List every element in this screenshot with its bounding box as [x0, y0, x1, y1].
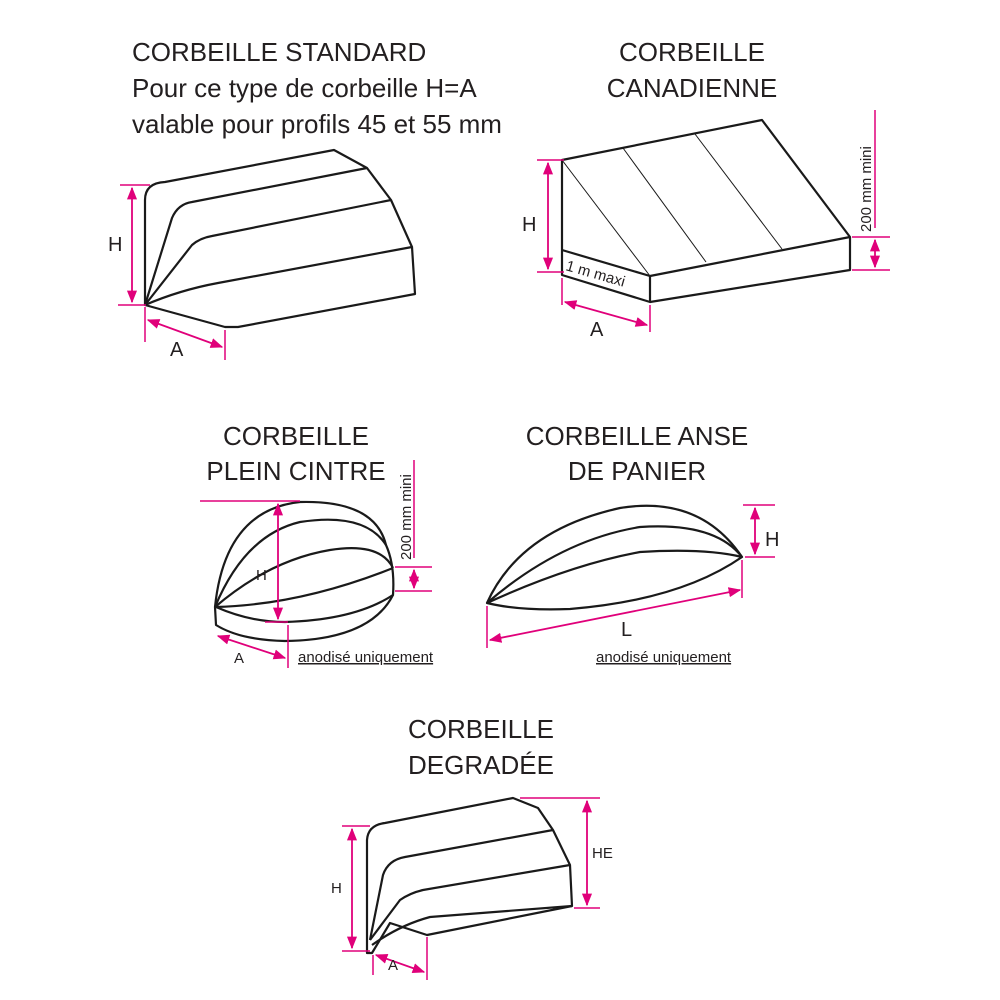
anse-panier-h-label: H	[765, 529, 779, 551]
degradee-a-label: A	[388, 957, 398, 974]
corbeille-canadienne: CORBEILLE CANADIENNE 1 m maxi H A 200 mm…	[522, 37, 890, 341]
canadienne-min-note: 200 mm mini	[858, 146, 875, 232]
plein-cintre-title-1: CORBEILLE	[223, 421, 369, 451]
canadienne-title-1: CORBEILLE	[619, 37, 765, 67]
degradee-title-2: DEGRADÉE	[408, 750, 554, 780]
anse-panier-note: anodisé uniquement	[596, 649, 732, 666]
standard-note-line3: valable pour profils 45 et 55 mm	[132, 109, 502, 139]
anse-panier-l-label: L	[621, 619, 632, 641]
standard-note-line2: Pour ce type de corbeille H=A	[132, 73, 477, 103]
standard-h-label: H	[108, 234, 122, 256]
standard-a-label: A	[170, 339, 184, 361]
canadienne-h-label: H	[522, 214, 536, 236]
degradee-h-label: H	[331, 880, 342, 897]
corbeille-standard: CORBEILLE STANDARD Pour ce type de corbe…	[108, 37, 502, 361]
plein-cintre-note: anodisé uniquement	[298, 649, 434, 666]
corbeille-degradee: CORBEILLE DEGRADÉE H HE A	[331, 714, 613, 980]
plein-cintre-title-2: PLEIN CINTRE	[206, 456, 385, 486]
canadienne-a-label: A	[590, 319, 604, 341]
plein-cintre-h-label: H	[256, 567, 267, 584]
plein-cintre-a-label: A	[234, 650, 244, 667]
degradee-he-label: HE	[592, 845, 613, 862]
anse-panier-title-1: CORBEILLE ANSE	[526, 421, 749, 451]
anse-panier-title-2: DE PANIER	[568, 456, 706, 486]
degradee-title-1: CORBEILLE	[408, 714, 554, 744]
standard-title: CORBEILLE STANDARD	[132, 37, 426, 67]
corbeille-plein-cintre: CORBEILLE PLEIN CINTRE H A 200 mm mini a…	[200, 421, 434, 668]
corbeille-anse-panier: CORBEILLE ANSE DE PANIER H L anodisé uni…	[485, 421, 779, 666]
canadienne-title-2: CANADIENNE	[607, 73, 777, 103]
plein-cintre-min-note: 200 mm mini	[398, 474, 415, 560]
